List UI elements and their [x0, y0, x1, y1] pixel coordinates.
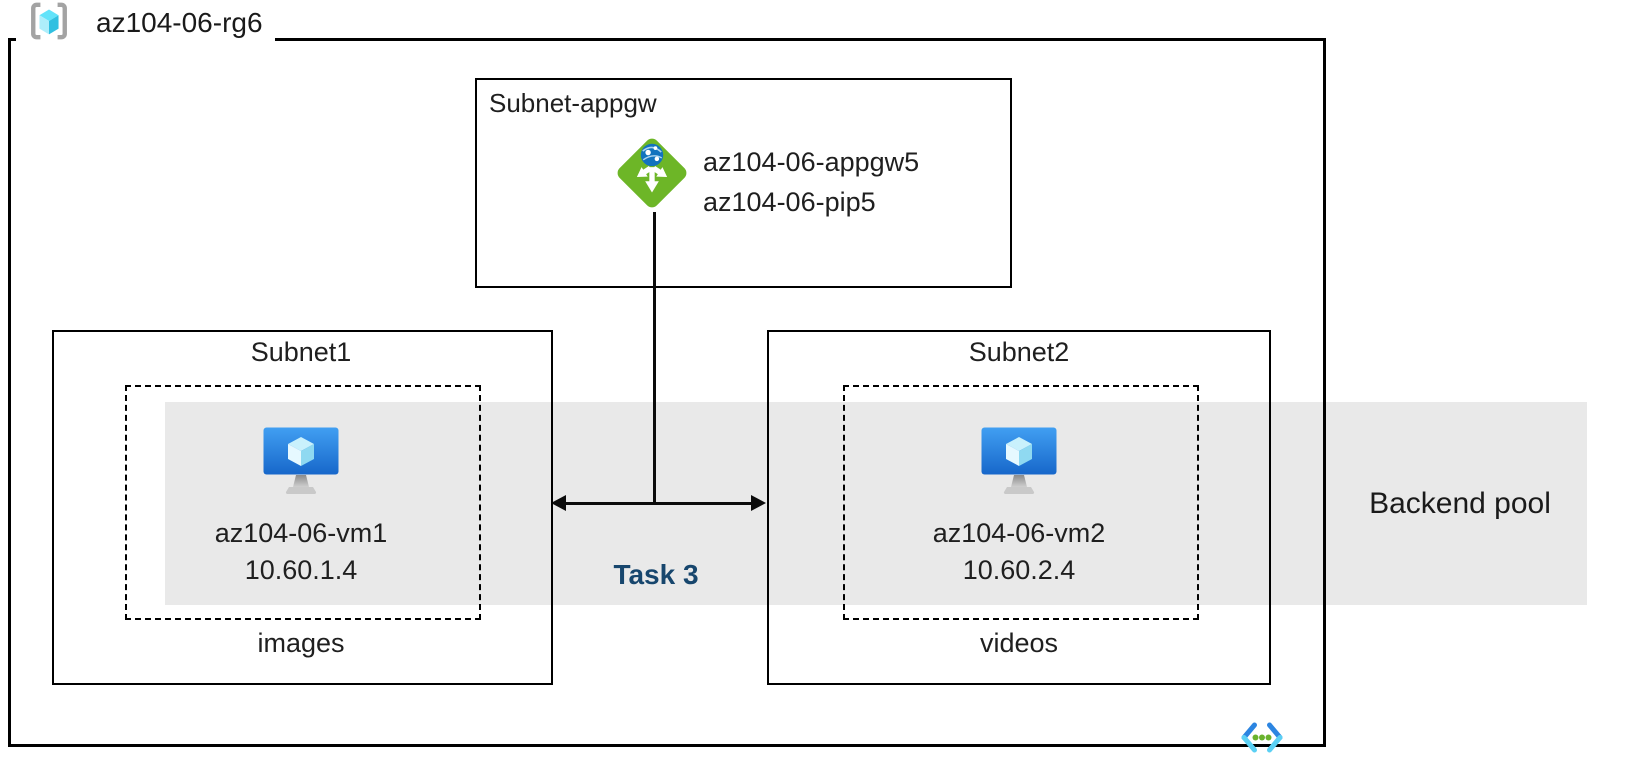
resource-group-icon	[28, 0, 70, 47]
virtual-machine-icon	[981, 427, 1057, 497]
subnet2-title: Subnet2	[968, 337, 1070, 367]
gateway-connector-line	[653, 212, 656, 505]
virtual-network-icon	[1239, 721, 1285, 754]
virtual-machine-icon	[263, 427, 339, 497]
subnet-appgw-box	[475, 78, 1012, 288]
vm2-labels: az104-06-vm2 10.60.2.4	[869, 515, 1169, 589]
vm2-ip: 10.60.2.4	[962, 555, 1076, 585]
subnet2-box	[767, 330, 1271, 685]
application-gateway-icon	[613, 134, 691, 212]
subnet-appgw-title: Subnet-appgw	[489, 88, 657, 118]
task-label: Task 3	[613, 559, 699, 590]
subnet-arrowhead-right	[751, 495, 766, 511]
subnet2-vm-dashed-box	[843, 385, 1199, 620]
vm1-name: az104-06-vm1	[214, 518, 388, 548]
vm1-ip: 10.60.1.4	[244, 555, 358, 585]
resource-group-box	[8, 38, 1326, 747]
gateway-name: az104-06-appgw5	[703, 147, 920, 177]
subnet1-title: Subnet1	[250, 337, 352, 367]
resource-group-name: az104-06-rg6	[96, 7, 263, 38]
vm2-name: az104-06-vm2	[932, 518, 1106, 548]
subnet1-box	[52, 330, 553, 685]
public-ip-name: az104-06-pip5	[703, 187, 876, 217]
subnet1-vm-dashed-box	[125, 385, 481, 620]
backend-pool-label: Backend pool	[1369, 486, 1551, 520]
vm1-labels: az104-06-vm1 10.60.1.4	[151, 515, 451, 589]
resource-group-header: az104-06-rg6	[16, 0, 275, 46]
application-gateway-names: az104-06-appgw5 az104-06-pip5	[703, 142, 919, 222]
backend-pool-band	[165, 402, 1587, 605]
subnet2-storage-label: videos	[979, 628, 1059, 658]
subnet-arrowhead-left	[551, 495, 566, 511]
subnet1-storage-label: images	[257, 628, 345, 658]
subnet-arrow-shaft	[563, 502, 753, 505]
